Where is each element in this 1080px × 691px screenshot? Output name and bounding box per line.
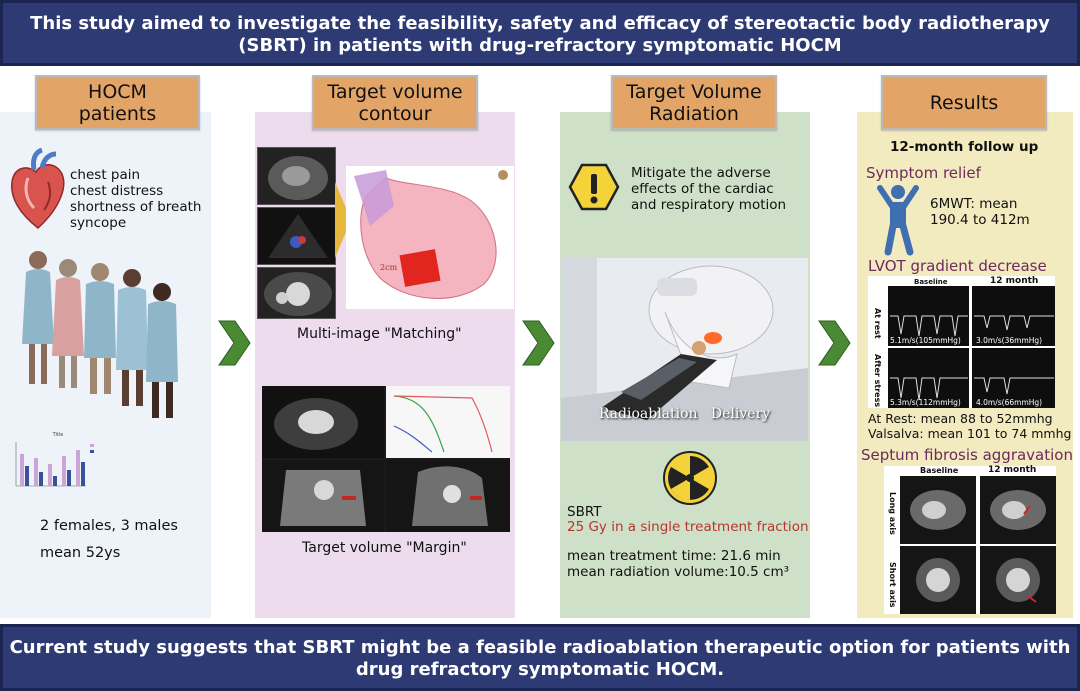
rest-gradient: At Rest: mean 88 to 52mmhg <box>868 411 1053 426</box>
echo-row-rest: At rest <box>873 308 882 339</box>
mri-col-baseline: Baseline <box>920 466 959 475</box>
patient-figure <box>116 269 148 406</box>
bottom-banner: Current study suggests that SBRT might b… <box>0 624 1080 691</box>
3d-heart-model: 2cm <box>346 166 514 309</box>
radiation-volume: mean radiation volume:10.5 cm³ <box>567 564 790 580</box>
person-jumping-icon <box>877 185 919 256</box>
cardiac-mri-grid: Baseline 12 month Long axis Short axis <box>884 465 1056 614</box>
conclusion-line-1: Current study suggests that SBRT might b… <box>9 637 1071 658</box>
echo-doppler-grid: Baseline 12 month At rest After stress 5… <box>868 276 1055 408</box>
echo-value: 4.0m/s(66mmHg) <box>976 398 1043 407</box>
demographics: 2 females, 3 males mean 52ys <box>40 513 178 567</box>
radioablation-delivery-photo: Radioablation Delivery <box>561 258 808 441</box>
symptom-list: chest pain chest distress shortness of b… <box>70 167 201 231</box>
chevron-right-icon <box>218 320 251 366</box>
patient-figure <box>146 283 178 418</box>
warning-icon <box>568 163 620 211</box>
sbrt-label: SBRT <box>567 504 602 520</box>
chevron-right-icon <box>818 320 851 366</box>
gradient-results: At Rest: mean 88 to 52mmhg Valsalva: mea… <box>868 411 1071 441</box>
patient-figure <box>52 259 84 388</box>
conclusion-line-2: drug refractory symptomatic HOCM. <box>355 659 725 680</box>
echo-value: 3.0m/s(36mmHg) <box>976 336 1043 345</box>
six-minute-walk-result: 6MWT: mean 190.4 to 412m <box>930 196 1030 228</box>
treatment-time: mean treatment time: 21.6 min <box>567 548 781 564</box>
symptom-item: chest distress <box>70 183 164 199</box>
top-banner: This study aimed to investigate the feas… <box>0 0 1080 66</box>
sex-distribution: 2 females, 3 males <box>40 518 178 534</box>
symptom-item: chest pain <box>70 167 141 183</box>
treatment-planning-image <box>262 386 510 532</box>
mri-col-12month: 12 month <box>988 465 1037 475</box>
target-radiation-heading: Target Volume Radiation <box>611 75 777 130</box>
cardiac-ct-image <box>257 267 336 319</box>
chevron-right-icon <box>522 320 555 366</box>
radiation-icon <box>663 451 717 505</box>
patients-group-illustration <box>22 251 178 418</box>
study-aim-line-1: This study aimed to investigate the feas… <box>30 13 1050 34</box>
echo-value: 5.1m/s(105mmHg) <box>890 336 961 345</box>
mini-bar-chart: Title <box>15 432 94 487</box>
arrow-right-icon <box>335 182 351 258</box>
echo-col-12month: 12 month <box>990 276 1039 286</box>
mini-chart-title: Title <box>52 432 64 438</box>
symptom-relief-title: Symptom relief <box>866 164 981 182</box>
radioablation-delivery-caption: Radioablation Delivery <box>598 406 771 422</box>
symptom-item: syncope <box>70 215 127 231</box>
matching-caption: Multi-image "Matching" <box>297 326 462 342</box>
symptom-item: shortness of breath <box>70 199 202 215</box>
fibrosis-title: Septum fibrosis aggravation <box>861 446 1073 464</box>
cardiac-mri-image <box>257 147 336 205</box>
study-aim-line-2: (SBRT) in patients with drug-refractory … <box>238 35 842 56</box>
echocardiogram-image <box>257 207 336 265</box>
hocm-patients-heading: HOCM patients <box>35 75 200 130</box>
echo-value: 5.3m/s(112mmHg) <box>890 398 961 407</box>
mitigate-text: Mitigate the adverse effects of the card… <box>631 165 787 213</box>
patient-figure <box>22 251 54 384</box>
mri-row-long: Long axis <box>888 492 897 535</box>
follow-up-label: 12-month follow up <box>890 139 1039 155</box>
heart-icon <box>11 148 65 229</box>
mri-row-short: Short axis <box>888 562 897 608</box>
margin-caption: Target volume "Margin" <box>302 540 467 556</box>
scale-2cm-label: 2cm <box>380 263 398 272</box>
lvot-title: LVOT gradient decrease <box>868 257 1047 275</box>
echo-col-baseline: Baseline <box>914 278 948 286</box>
echo-row-stress: After stress <box>873 354 882 408</box>
target-contour-heading: Target volume contour <box>312 75 478 130</box>
patient-figure <box>84 263 116 394</box>
valsalva-gradient: Valsalva: mean 101 to 74 mmhg <box>868 426 1072 441</box>
mean-age: mean 52ys <box>40 545 121 561</box>
dose-text: 25 Gy in a single treatment fraction <box>567 519 809 535</box>
results-heading: Results <box>881 75 1047 130</box>
